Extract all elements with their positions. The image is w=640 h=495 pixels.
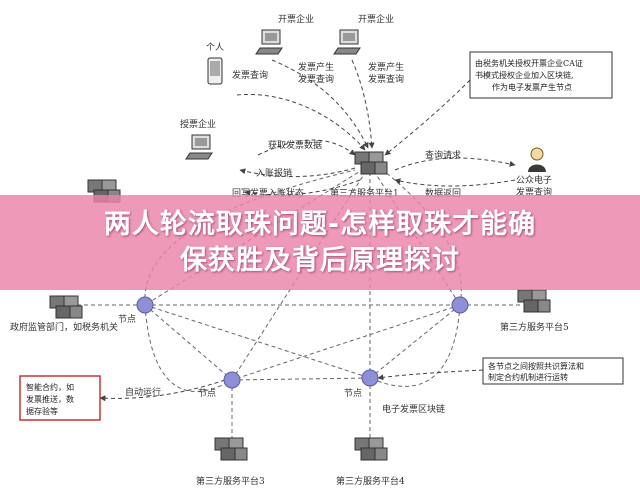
- person-icon: [528, 147, 546, 172]
- e-invoice-chain-label: 电子发票区块链: [382, 403, 445, 415]
- ca-note-line-3: 作为电子发票产生节点: [492, 82, 572, 92]
- get-invoice-data-label: 获取发票数据: [268, 139, 322, 151]
- node-left: [136, 296, 154, 314]
- personal-label: 个人: [206, 42, 224, 53]
- server-icon: [354, 437, 388, 461]
- invoice-gen-2b-label: 发票查询: [368, 73, 404, 85]
- node-right: [451, 296, 469, 314]
- server-icon: [49, 295, 83, 319]
- banner-title-line-1: 两人轮流取珠问题-怎样取珠才能确: [103, 208, 537, 240]
- ca-note-box: [469, 51, 613, 99]
- consensus-note-line-2: 制定合约机制进行运转: [488, 372, 568, 382]
- third-party-4-label: 第三方服务平台4: [336, 475, 405, 487]
- computer-icon: [185, 134, 213, 160]
- ca-note-line-2: 书模式授权企业加入区块链,: [475, 70, 574, 80]
- node-bottom-right: [361, 369, 379, 387]
- title-banner: 两人轮流取珠问题-怎样取珠才能确 保获胜及背后原理探讨: [0, 195, 640, 290]
- server-icon: [214, 437, 248, 461]
- smart-contract-line-3: 据存验等: [26, 406, 58, 416]
- third-party-5-label: 第三方服务平台5: [500, 321, 569, 333]
- smart-contract-line-1: 智能合约，如: [26, 382, 74, 392]
- gov-dept-label: 政府监管部门，如税务机关: [10, 321, 118, 333]
- banner-title-line-2: 保获胜及背后原理探讨: [180, 244, 460, 276]
- smart-contract-box: [19, 375, 101, 421]
- invoice-company-1-label: 开票企业: [278, 13, 314, 25]
- invoice-gen-1a-label: 发票产生: [298, 61, 334, 73]
- invoice-gen-1b-label: 发票查询: [298, 73, 334, 85]
- server-icon: [354, 151, 388, 175]
- invoice-gen-2a-label: 发票产生: [368, 61, 404, 73]
- reimburse-label: 入账报销: [256, 167, 292, 179]
- invoice-query-top-label: 发票查询: [232, 69, 268, 81]
- receiving-company-label: 授票企业: [180, 118, 216, 130]
- phone-icon: [207, 57, 223, 85]
- node-left-label: 节点: [118, 314, 136, 325]
- invoice-company-2-label: 开票企业: [358, 13, 394, 25]
- server-icon: [517, 289, 551, 313]
- smart-contract-line-2: 发票推送，数: [26, 394, 74, 404]
- node-mid-left-label: 节点: [198, 388, 216, 399]
- third-party-3-label: 第三方服务平台3: [196, 475, 265, 487]
- ca-note-line-1: 由税务机关授权开票企业CA证: [475, 58, 583, 68]
- auto-run-label: 自动运行: [125, 386, 161, 398]
- public-query-a-label: 公众电子: [516, 174, 552, 186]
- query-request-label: 查询请求: [425, 149, 461, 161]
- computer-icon: [255, 29, 283, 55]
- consensus-note-line-1: 各节点之间按照共识算法和: [488, 361, 584, 371]
- consensus-note-box: [482, 357, 624, 385]
- computer-icon: [333, 29, 361, 55]
- node-bottom-left: [223, 371, 241, 389]
- node-mid-right-label: 节点: [344, 388, 362, 399]
